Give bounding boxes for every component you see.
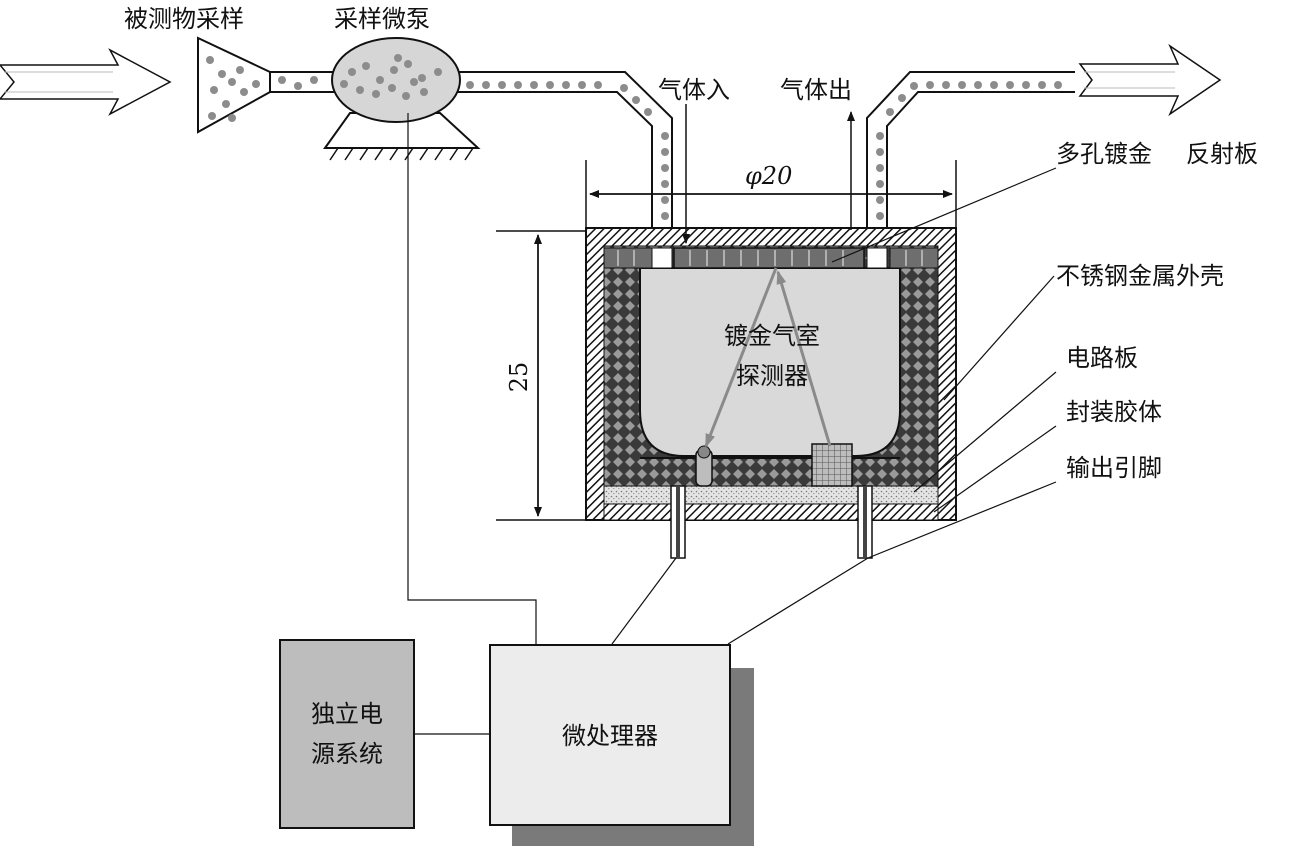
particle [644,108,652,116]
particle [661,196,669,204]
power-label-line1: 独立电 [311,700,383,728]
power-label-line2: 源系统 [311,740,383,768]
wiring [407,113,869,735]
particle [498,81,506,89]
particle [376,76,384,84]
particle [632,96,640,104]
particle [1038,81,1046,89]
particle [1006,81,1014,89]
particle [876,148,884,156]
gas-in-label: 气体入 [658,76,730,104]
particle [240,88,248,96]
particle [620,84,628,92]
particle [530,81,538,89]
particle [942,81,950,89]
particle [578,81,586,89]
particle [661,212,669,220]
particle [876,180,884,188]
potting-label: 封装胶体 [1066,398,1162,426]
particle [898,94,906,102]
output-pins [670,485,873,559]
particle [218,70,226,78]
microprocessor-label: 微处理器 [562,722,658,750]
particle [206,56,214,64]
shell-label: 不锈钢金属外壳 [1056,262,1224,290]
particle [394,54,402,62]
particle [661,180,669,188]
particle [562,81,570,89]
porous-gold-label: 多孔镀金 [1056,140,1152,168]
particle [661,148,669,156]
particle [252,80,260,88]
particle [594,81,602,89]
particle [974,81,982,89]
sample-pipe [270,71,1075,248]
diameter-label: φ20 [745,162,792,190]
detector-housing [585,227,957,521]
chamber-label-line1: 镀金气室 [724,322,820,350]
particle [310,76,318,84]
leader-lines [831,167,1057,559]
particle [404,60,412,68]
particle [388,84,396,92]
particle [236,66,244,74]
particle [661,132,669,140]
particle [990,81,998,89]
particle [482,81,490,89]
particle [278,76,286,84]
micro-pump [323,37,481,161]
particle [356,86,364,94]
ir-source [695,445,713,487]
output-pins-label: 输出引脚 [1066,454,1162,482]
particle [876,132,884,140]
particle [1054,81,1062,89]
particle [410,78,418,86]
particle [1022,81,1030,89]
height-label: 25 [505,362,533,393]
gas-out-label: 气体出 [780,76,852,104]
chamber-label-line2: 探测器 [736,362,808,390]
particle [340,80,348,88]
particle [228,114,236,122]
particle [362,62,370,70]
inflow-arrow [0,48,172,116]
power-system-box: 独立电 源系统 [279,639,415,829]
light-path [704,267,832,448]
particle [958,81,966,89]
height-dimension [496,230,586,521]
micro-pump-label: 采样微泵 [334,5,430,33]
particle [208,112,216,120]
particle [876,164,884,172]
gas-flow-arrows [682,104,855,244]
labels: 被测物采样 采样微泵 气体入 气体出 多孔镀金 反射板 φ20 25 镀金气室 … [124,5,1258,482]
ir-detector [811,443,853,487]
particle [886,108,894,116]
particle [514,81,522,89]
particle [228,78,236,86]
particle [390,66,398,74]
particle [876,212,884,220]
particle [418,74,426,82]
microprocessor-box: 微处理器 [489,644,754,846]
sample-object-label: 被测物采样 [124,5,244,33]
particle [372,90,380,98]
diameter-dimension [585,160,957,228]
particle [294,82,302,90]
particle [434,68,442,76]
particle [402,92,410,100]
particle [876,196,884,204]
circuit-board-label: 电路板 [1066,344,1138,372]
particle [661,164,669,172]
particle [926,81,934,89]
particle [466,81,474,89]
particle [210,86,218,94]
particle [420,88,428,96]
outflow-arrow [1078,43,1222,117]
particle [222,100,230,108]
reflector-label: 反射板 [1186,140,1258,168]
particle [546,81,554,89]
particle [348,68,356,76]
particle [910,82,918,90]
